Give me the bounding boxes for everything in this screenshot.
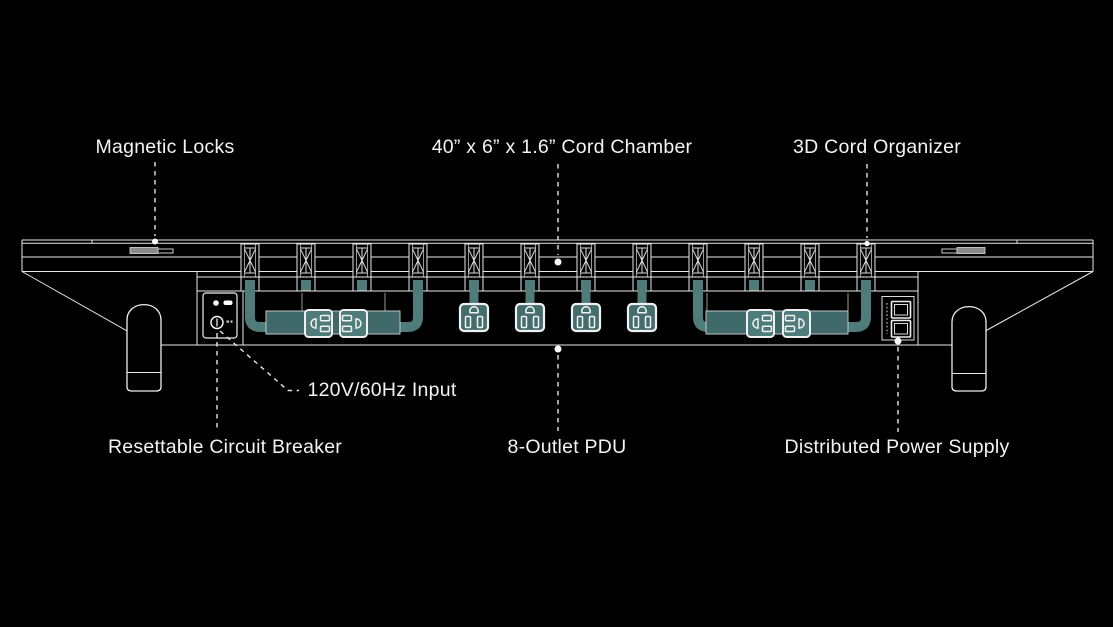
circuit-breaker-panel <box>202 292 238 339</box>
outlet-icon <box>304 309 333 338</box>
label-magnetic-locks: Magnetic Locks <box>95 136 235 158</box>
pdu-strip-right <box>705 310 849 335</box>
cord-organizer-bracket-icon <box>744 243 764 292</box>
reset-button-icon <box>210 315 224 330</box>
plug-icon <box>458 302 490 333</box>
callout-lines <box>152 162 902 432</box>
plug-icon <box>626 302 658 333</box>
right-leg <box>951 306 987 392</box>
psu-socket-icon <box>890 300 912 319</box>
cord-organizer-bracket-icon <box>800 243 820 292</box>
pdu-outlets-center <box>458 302 658 333</box>
switch-icon <box>223 300 233 305</box>
label-cord-chamber: 40” x 6” x 1.6” Cord Chamber <box>431 136 693 158</box>
left-leg <box>126 304 162 392</box>
label-power-input: 120V/60Hz Input <box>307 379 457 401</box>
outlet-icon <box>782 309 811 338</box>
label-circuit-breaker: Resettable Circuit Breaker <box>107 436 343 458</box>
cord-organizer-bracket-icon <box>296 243 316 292</box>
plug-icon <box>570 302 602 333</box>
outlet-icon <box>339 309 368 338</box>
label-pdu: 8-Outlet PDU <box>507 436 627 458</box>
plug-icon <box>514 302 546 333</box>
power-cables <box>245 281 871 332</box>
cord-organizer-brackets <box>240 243 876 292</box>
label-power-supply: Distributed Power Supply <box>784 436 1010 458</box>
magnetic-lock-right-icon <box>941 247 986 254</box>
desk-outline <box>21 239 1094 346</box>
outlet-icon <box>746 309 775 338</box>
power-supply-box <box>881 296 915 341</box>
led-indicator-icon <box>213 300 219 306</box>
label-cord-organizer: 3D Cord Organizer <box>793 136 961 158</box>
psu-socket-icon <box>890 319 912 338</box>
cord-organizer-bracket-icon <box>352 243 372 292</box>
magnetic-lock-left-icon <box>129 247 174 254</box>
